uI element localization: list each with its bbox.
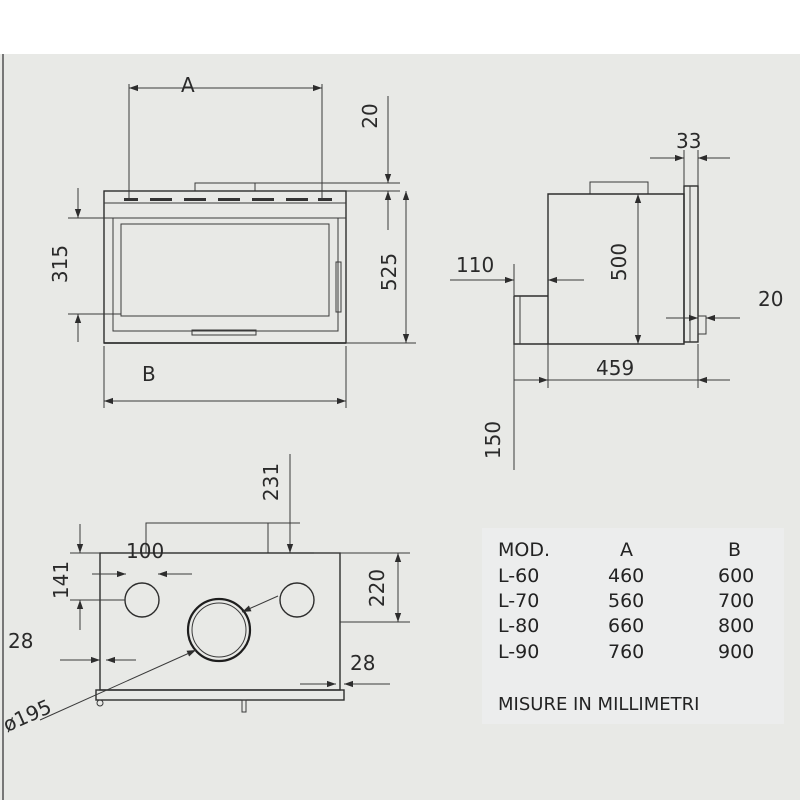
table-row-l60-model: L-60 [498, 565, 539, 587]
top-dim-141: 141 [49, 561, 73, 599]
top-flue-hole [186, 597, 252, 663]
table-row-l70-b: 700 [718, 590, 754, 612]
side-dim-459: 459 [596, 356, 634, 380]
front-top-vents [124, 198, 332, 201]
front-door-glass [120, 223, 330, 317]
front-dim-20: 20 [358, 103, 382, 128]
models-table: MOD. A B L-60 460 600 L-70 560 700 L-80 … [498, 539, 754, 715]
front-dim-a-label: A [181, 73, 195, 97]
side-dim-33: 33 [676, 129, 701, 153]
side-dim-20: 20 [758, 287, 783, 311]
front-dim-b-label: B [142, 362, 156, 386]
side-dim-500: 500 [607, 243, 631, 281]
models-table-panel [482, 528, 784, 724]
table-row-l80-model: L-80 [498, 615, 539, 637]
table-row-l80-a: 660 [608, 615, 644, 637]
table-row-l70-model: L-70 [498, 590, 539, 612]
table-row-l60-b: 600 [718, 565, 754, 587]
table-row-l80-b: 800 [718, 615, 754, 637]
side-door-panel [683, 185, 699, 343]
table-row-l90-model: L-90 [498, 641, 539, 663]
top-dim-28-left: 28 [8, 629, 33, 653]
top-dim-28-right: 28 [350, 651, 375, 675]
front-door-frame [112, 217, 339, 332]
table-header-model: MOD. [498, 539, 550, 561]
table-units-note: MISURE IN MILLIMETRI [498, 694, 699, 715]
side-dim-150: 150 [481, 421, 505, 459]
table-row-l70-a: 560 [608, 590, 644, 612]
table-row-l90-b: 900 [718, 641, 754, 663]
table-header-a: A [620, 539, 633, 561]
front-door-handle [191, 329, 257, 336]
top-dim-231: 231 [259, 463, 283, 501]
table-row-l90-a: 760 [608, 641, 644, 663]
front-view: A B 315 20 525 [48, 73, 416, 408]
table-row-l60-a: 460 [608, 565, 644, 587]
table-header-b: B [728, 539, 741, 561]
front-dim-525: 525 [377, 253, 401, 291]
top-dim-100: 100 [126, 539, 164, 563]
side-view: 33 500 110 20 459 150 [450, 129, 783, 470]
top-right-small-hole [279, 582, 315, 618]
top-dim-220: 220 [365, 569, 389, 607]
side-dim-110: 110 [456, 253, 494, 277]
front-dim-315: 315 [48, 245, 72, 283]
